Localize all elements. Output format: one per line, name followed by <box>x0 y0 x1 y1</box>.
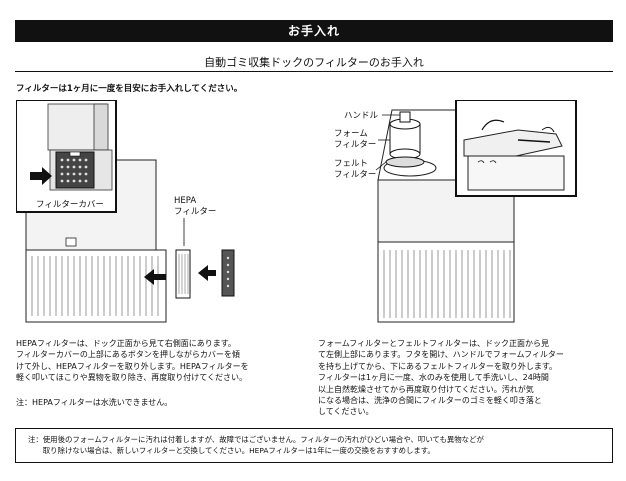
arrow-right-icon <box>30 167 52 185</box>
lead-instruction: フィルターは1ヶ月に一度を目安にお手入れしてください。 <box>16 84 243 94</box>
section-title: 自動ゴミ収集ドックのフィルターのお手入れ <box>204 56 424 69</box>
hepa-filter-illustration: フィルターカバー HEPA フィルター <box>15 99 288 330</box>
hepa-filter-instructions: HEPAフィルターは、ドック正面から見て右側面にあります。 フィルターカバーの上… <box>16 339 249 383</box>
arrow-left-icon <box>144 269 166 285</box>
hepa-filter-drawing: フィルターカバー HEPA フィルター <box>15 99 235 323</box>
filter-cover-shape <box>55 151 95 189</box>
filter-cover-label: フィルターカバー <box>36 200 104 210</box>
foam-felt-filter-drawing: ハンドル フォーム フィルター フェルト フィルター <box>334 99 577 323</box>
section-divider <box>15 71 613 72</box>
felt-filter-label-line1: フェルト <box>334 159 368 169</box>
arrow-left-icon <box>198 265 216 281</box>
handle-shape <box>399 111 411 123</box>
foam-felt-filter-instructions: フォームフィルターとフェルトフィルターは、ドック正面から見 て左側上部にあります… <box>318 339 564 417</box>
felt-filter-label-line2: フィルター <box>334 170 376 180</box>
foam-filter-label-line1: フォーム <box>334 129 368 139</box>
hepa-filter-shape <box>175 249 191 299</box>
section-header-bar: お手入れ <box>15 20 613 42</box>
handle-label: ハンドル <box>344 111 379 121</box>
hepa-filter-note: 注：HEPAフィルターは水洗いできません。 <box>16 398 173 407</box>
hepa-label-line2: フィルター <box>174 207 216 217</box>
bottom-note-box: 注：使用後のフォームフィルターに汚れは付着しますが、故障ではございません。フィル… <box>15 428 613 463</box>
hepa-label-line1: HEPA <box>174 196 196 206</box>
foam-filter-label-line2: フィルター <box>334 140 376 150</box>
foam-felt-filter-illustration: ハンドル フォーム フィルター フェルト フィルター <box>318 99 596 330</box>
